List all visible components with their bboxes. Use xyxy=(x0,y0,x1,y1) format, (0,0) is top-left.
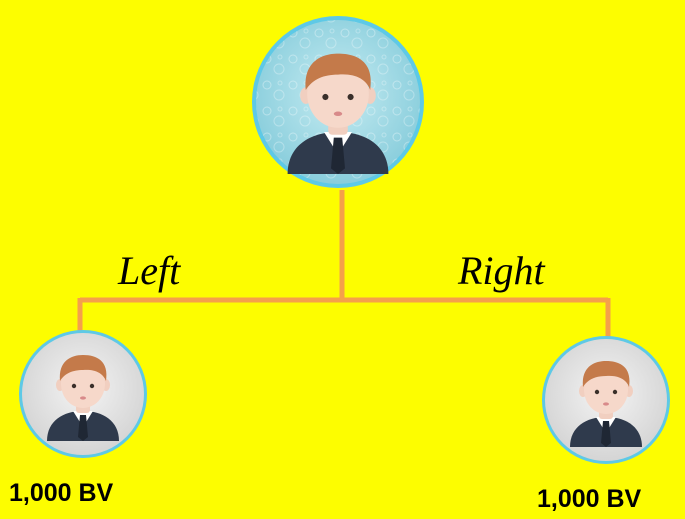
left-bv-value: 1,000 BV xyxy=(9,479,114,507)
root-node xyxy=(252,16,424,188)
right-bv-value: 1,000 BV xyxy=(537,485,642,513)
left-leg-label: Left xyxy=(118,248,181,293)
left-child-node xyxy=(19,330,147,458)
right-leg-label: Right xyxy=(458,248,545,293)
right-child-node xyxy=(542,336,670,464)
